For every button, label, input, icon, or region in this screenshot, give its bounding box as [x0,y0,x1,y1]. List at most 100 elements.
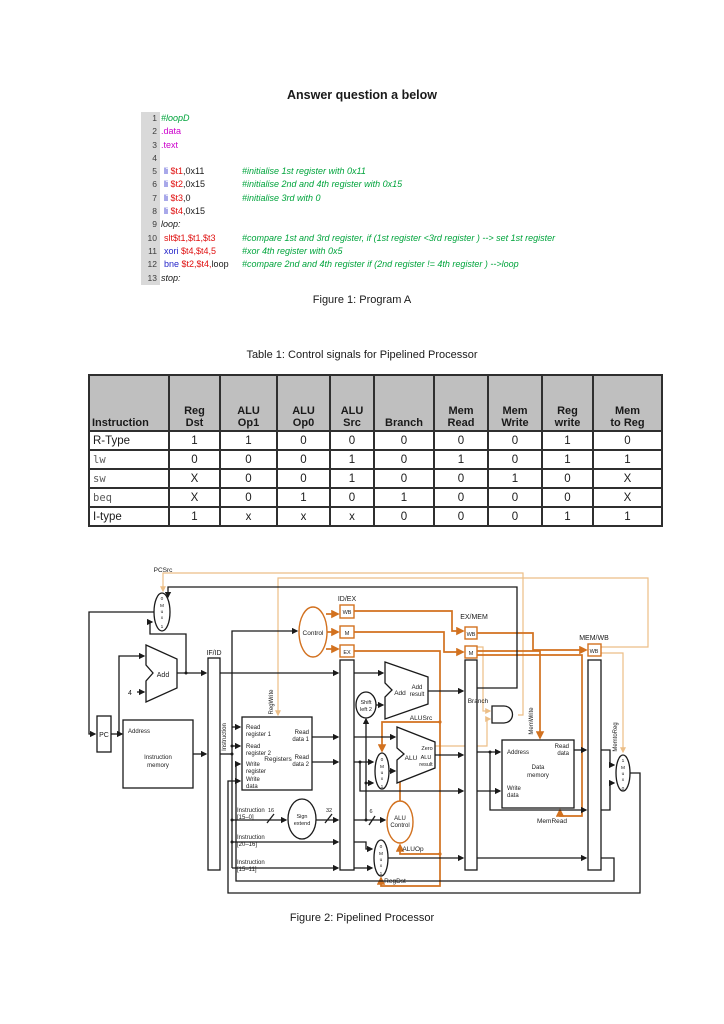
figure1-caption: Figure 1: Program A [312,294,412,306]
aluop-label: ALUOp [402,846,424,853]
regdst-mux [373,839,389,877]
alusrc-mux [374,752,390,790]
data-memory [501,739,575,809]
signal-value: 0 [433,487,489,508]
table1-caption: Table 1: Control signals for Pipelined P… [246,349,478,361]
signal-value: 1 [168,430,221,451]
signal-value: 1 [276,487,331,508]
registers-label: Registers [264,756,292,763]
control-label: Control [303,630,325,637]
signal-value: 0 [592,430,663,451]
svg-text:Add: Add [412,685,423,691]
svg-text:data 1: data 1 [292,737,309,743]
signal-value: 0 [276,430,331,451]
sign-extend-unit [287,798,317,840]
svg-text:data: data [246,784,258,790]
exmem-label: EX/MEM [460,614,488,621]
code-comment: #initialise 3rd with 0 [242,192,321,203]
column-header: Instruction [88,374,170,432]
code-comment: #xor 4th register with 0x5 [242,245,343,256]
memtoreg-label: MemtoReg [613,722,619,751]
svg-text:Read: Read [246,744,260,750]
code-instruction [160,152,239,165]
signal-value: 1 [373,487,435,508]
signal-value: x [276,506,331,527]
pcsrc-mux [153,592,171,632]
datapath-wires [88,586,641,894]
regwrite-label: RegWrite [269,689,275,715]
svg-text:1: 1 [381,784,384,790]
code-instruction: stop: [161,272,181,283]
instruction-memory [122,719,194,789]
shift-left-2-unit [355,691,377,719]
figure2-caption: Figure 2: Pipelined Processor [289,912,435,924]
svg-text:0: 0 [161,596,164,602]
signal-value: 0 [219,468,278,489]
code-comment: #initialise 2nd and 4th register with 0x… [242,179,403,190]
control-unit [298,606,328,658]
orange-control-wires [326,609,588,887]
idex-label: ID/EX [338,596,357,603]
signal-value: 0 [541,487,594,508]
svg-text:WB: WB [467,632,476,638]
code-line-number: 4 [141,151,160,166]
signal-value: 0 [373,449,435,470]
memwb-register [587,659,602,871]
signal-value: 1 [592,506,663,527]
svg-text:0: 0 [381,757,384,763]
idex-register [339,659,355,871]
svg-text:extend: extend [294,821,311,827]
svg-text:Address: Address [507,750,529,756]
svg-text:Address: Address [128,729,150,735]
signal-value: 0 [487,487,543,508]
pc-adder [145,643,178,704]
page-title: Answer question a below [286,88,438,102]
column-header: Branch [373,374,435,432]
code-line-number: 13 [141,271,160,285]
svg-text:u: u [161,610,164,615]
code-instruction: li $t1,0x11 [164,166,205,177]
svg-text:register 2: register 2 [246,751,272,757]
svg-text:Instruction: Instruction [237,808,265,814]
svg-text:M: M [621,765,625,771]
registers-unit [241,716,313,791]
code-line-number: 6 [141,178,160,192]
svg-text:Read: Read [295,730,309,736]
memwrite-label: MemWrite [529,707,535,735]
code-instruction: xori $t4,$t4,5 [164,245,217,256]
svg-text:0: 0 [380,844,383,850]
branch-adder [384,661,429,720]
light-orange-control-wires [160,572,649,754]
svg-text:Control: Control [390,823,409,829]
memread-label: MemRead [537,818,567,825]
svg-text:x: x [380,864,383,869]
svg-text:Instruction: Instruction [144,755,172,761]
svg-text:memory: memory [147,763,169,769]
exmem-m-box [464,645,478,659]
code-instruction: bne $t2,$t4,loop [164,259,229,270]
signal-value: 0 [373,468,435,489]
svg-text:Read: Read [295,755,309,761]
code-comment: #compare 2nd and 4th register if (2nd re… [242,259,519,270]
svg-text:data 2: data 2 [292,762,309,768]
svg-text:register: register [246,769,266,775]
alu-unit [396,726,436,784]
svg-text:x: x [381,777,384,782]
svg-text:Instruction: Instruction [237,835,265,841]
pipelined-processor-diagram: PCSrc 0 M u x 1 PC 4 Add Address Instruc… [88,567,649,894]
signal-value: 1 [541,430,594,451]
svg-text:Add: Add [394,690,406,697]
